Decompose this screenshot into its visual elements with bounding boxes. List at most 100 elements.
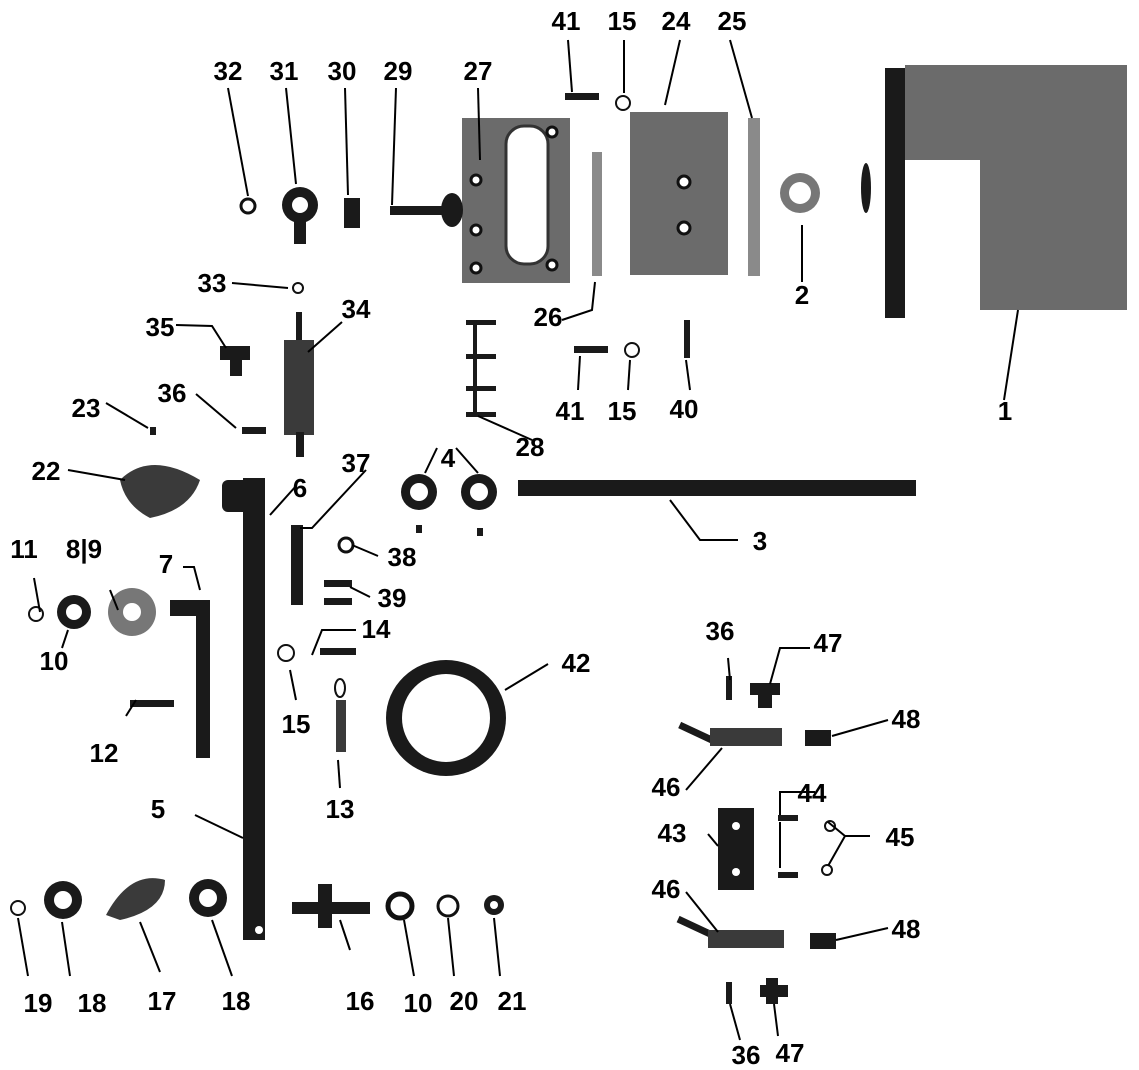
part-20-ring [436,894,460,918]
part-3-shaft [518,480,916,496]
label-48-lower: 48 [892,914,921,944]
label-15-lower: 15 [282,709,311,739]
part-19-clip [10,900,26,916]
label-5: 5 [151,794,165,824]
part-29-bolt [390,193,463,227]
label-7: 7 [159,549,173,579]
label-12: 12 [90,738,119,768]
label-39: 39 [378,583,407,613]
label-26: 26 [534,302,563,332]
part-27-slotted-plate [462,118,570,283]
part-36-pin-lower [726,982,732,1004]
part-40-screw [684,320,690,358]
label-25: 25 [718,6,747,36]
part-41-screw-lower [574,346,608,353]
part-35-fitting [220,346,250,376]
part-41-screw-upper [565,93,599,100]
part-18-washer-left [44,881,82,919]
label-40: 40 [670,394,699,424]
label-31: 31 [270,56,299,86]
label-19: 19 [24,988,53,1018]
part-11-clip [28,606,44,622]
part-7-bracket [170,600,210,758]
part-33-ring [292,282,304,294]
label-11: 11 [10,534,38,564]
part-15-nut-middle [624,342,640,358]
label-2: 2 [795,280,809,310]
part-42-seal [386,660,506,776]
label-22: 22 [32,456,61,486]
label-37: 37 [342,448,371,478]
part-28-screws [466,320,496,417]
part-14-pin [320,648,356,655]
label-36-middle: 36 [706,616,735,646]
label-13: 13 [326,794,355,824]
label-48-upper: 48 [892,704,921,734]
label-15-upper: 15 [608,6,637,36]
part-18-washer-right [189,879,227,917]
label-41-upper: 41 [552,6,581,36]
label-10-upper: 10 [40,646,69,676]
part-17-spring [106,878,165,920]
part-10-washer-upper [57,595,91,629]
label-8-9: 8|9 [66,534,102,564]
part-32-clip [239,197,257,215]
part-16-shaft [292,884,370,928]
part-48-cap-upper [805,730,831,746]
part-43-block [718,808,754,890]
label-33: 33 [198,268,227,298]
part-2-bushing [780,173,820,213]
label-6: 6 [293,473,307,503]
part-15-nut-upper [615,95,631,111]
label-36-upper: 36 [158,378,187,408]
label-47-lower: 47 [776,1038,805,1068]
label-23: 23 [72,393,101,423]
part-4-washers [401,474,497,536]
label-4: 4 [441,443,456,473]
part-15-nut-lower [277,644,295,662]
label-18-left: 18 [78,988,107,1018]
label-43: 43 [658,818,687,848]
part-23 [150,427,156,435]
label-20: 20 [450,986,479,1016]
label-18-right: 18 [222,986,251,1016]
part-number-labels: 1 2 3 4 5 6 7 8|9 10 11 12 13 14 15 16 1… [10,6,1012,1070]
label-46-upper: 46 [652,772,681,802]
label-24: 24 [662,6,691,36]
label-16: 16 [346,986,375,1016]
part-45-rings [821,820,836,876]
part-10-washer-lower [385,891,415,921]
label-27: 27 [464,56,493,86]
label-46-lower: 46 [652,874,681,904]
part-34-valve-body [284,312,314,457]
label-41-lower: 41 [556,396,585,426]
part-1-housing [861,65,1127,318]
label-1: 1 [998,396,1012,426]
label-15-middle: 15 [608,396,637,426]
label-35: 35 [146,312,175,342]
label-17: 17 [148,986,177,1016]
part-48-cap-lower [810,933,836,949]
leader-lines [17,39,1019,1041]
label-29: 29 [384,56,413,86]
label-45: 45 [886,822,915,852]
part-47-fitting-upper [750,683,780,708]
part-31-eye-bolt [282,187,318,244]
part-22-spring [120,465,200,518]
label-42: 42 [562,648,591,678]
part-39-screws [324,580,352,605]
part-8-9-cam [108,588,156,636]
part-36-pin-upper [242,427,266,434]
label-30: 30 [328,56,357,86]
part-21-nut [484,895,504,915]
label-10-lower: 10 [404,988,433,1018]
label-32: 32 [214,56,243,86]
part-26-gasket [592,152,602,276]
part-24-plate [630,112,728,275]
part-46-clamp-upper [678,721,782,746]
part-47-fitting-lower [760,978,788,1004]
part-38-clip [337,536,355,554]
label-28: 28 [516,432,545,462]
part-25-gasket [748,118,760,276]
